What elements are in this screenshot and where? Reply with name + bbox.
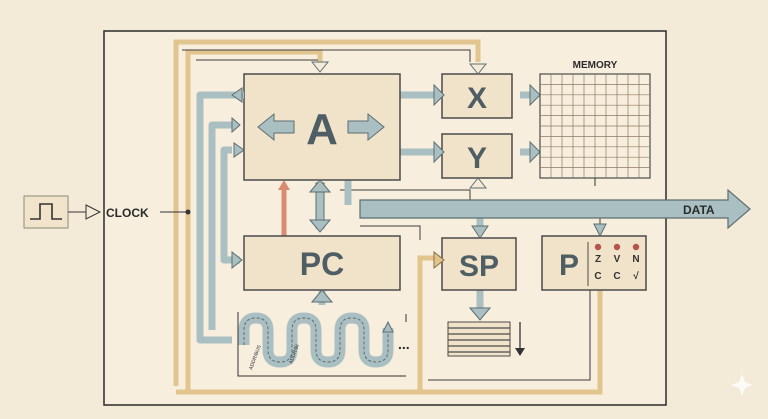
register-pc: PC <box>243 235 401 291</box>
register-sp: SP <box>441 237 517 291</box>
register-sp-label: SP <box>459 250 499 283</box>
stack-icon <box>447 321 525 357</box>
flag-z: Z <box>595 254 601 265</box>
flag-v: V <box>614 254 621 265</box>
clock-input: CLOCK <box>23 195 191 229</box>
flag-dot <box>594 243 602 251</box>
sparkle-icon <box>731 374 753 396</box>
flag-dot <box>613 243 621 251</box>
register-pc-label: PC <box>300 246 344 282</box>
register-y: Y <box>441 133 513 179</box>
register-p: P Z V N C C √ <box>541 235 647 291</box>
clock-box <box>23 195 69 229</box>
flag-dot <box>632 243 640 251</box>
ellipsis-label: ... <box>398 336 410 352</box>
register-p-label: P <box>559 249 579 282</box>
tan-bus-lines <box>173 39 603 395</box>
clock-pulse-icon <box>30 203 62 220</box>
register-x-label: X <box>467 82 487 115</box>
down-arrow-a <box>310 61 330 73</box>
register-a-label: A <box>306 105 338 154</box>
clock-label: CLOCK <box>106 206 149 220</box>
left-arrow-icon <box>257 112 295 142</box>
blue-bus-lines <box>196 91 535 344</box>
register-y-label: Y <box>467 142 487 175</box>
flag-sqrt: √ <box>633 271 639 282</box>
memory-block: MEMORY <box>539 60 651 186</box>
register-a: A <box>243 73 401 181</box>
data-bus-arrow: DATA <box>359 188 751 230</box>
flag-c2: C <box>613 271 620 282</box>
register-x: X <box>441 73 513 119</box>
a-pc-double-arrow <box>278 179 332 236</box>
flag-c1: C <box>594 271 601 282</box>
clock-arrow-icon <box>85 204 102 220</box>
right-arrow-icon <box>347 112 385 142</box>
flag-n: N <box>632 254 639 265</box>
data-label: DATA <box>683 203 715 217</box>
memory-label: MEMORY <box>573 60 618 71</box>
